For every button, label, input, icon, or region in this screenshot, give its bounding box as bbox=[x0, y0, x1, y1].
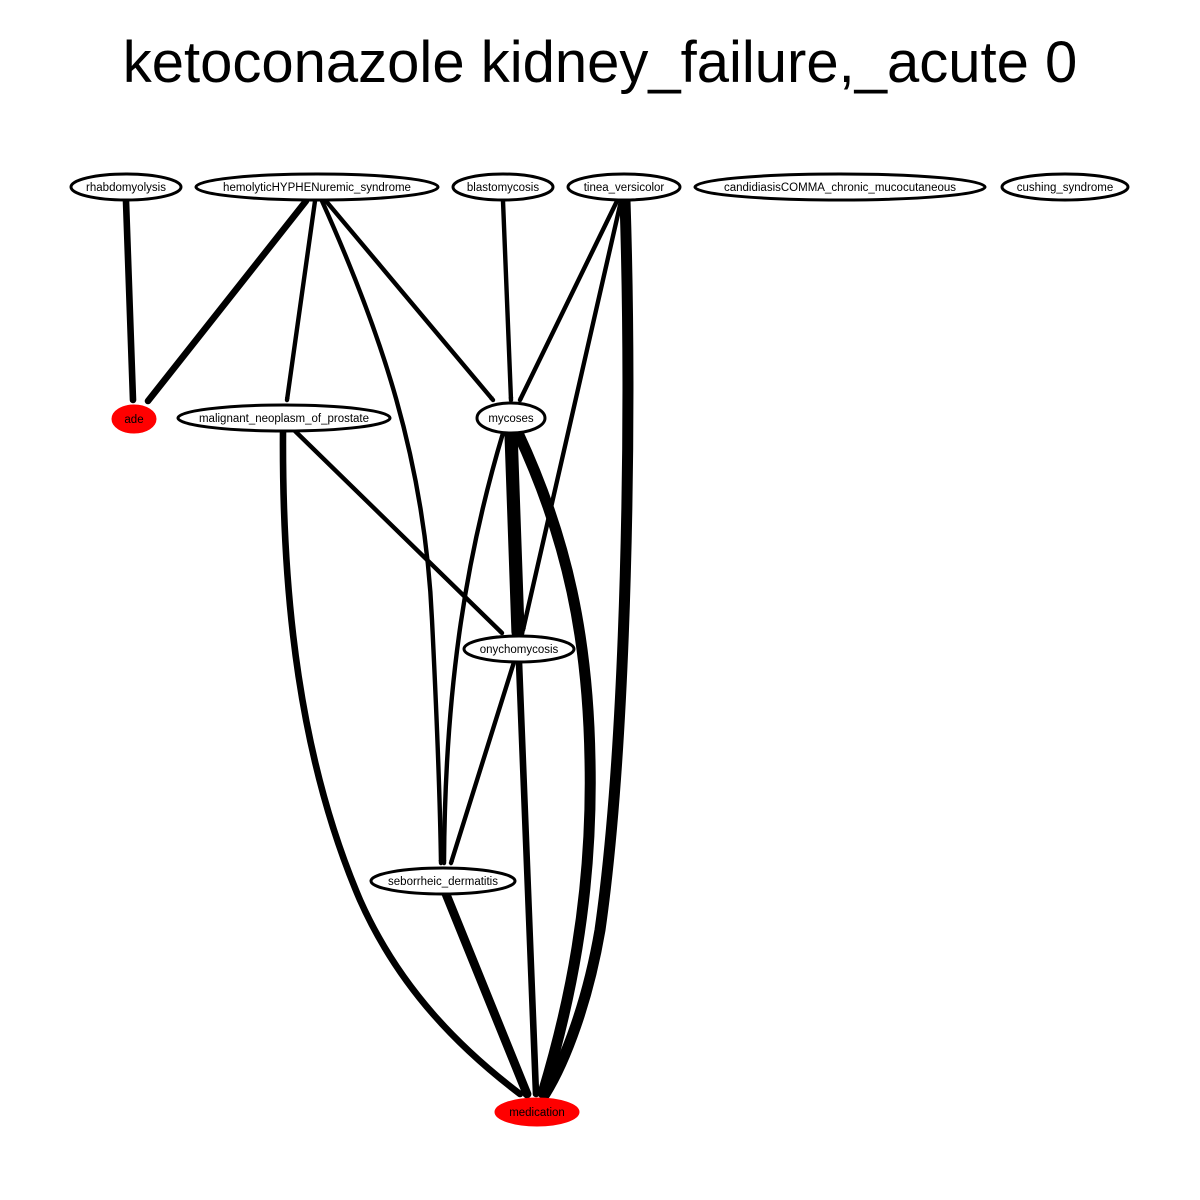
node-rhabdomyolysis: rhabdomyolysis bbox=[69, 172, 183, 202]
edge-mycoses-to-seborrheic bbox=[441, 430, 506, 866]
node-label-cushing: cushing_syndrome bbox=[1017, 182, 1114, 194]
edge-blastomycosis-to-mycoses bbox=[500, 198, 514, 403]
node-label-onychomycosis: onychomycosis bbox=[480, 644, 559, 656]
node-label-rhabdomyolysis: rhabdomyolysis bbox=[86, 182, 166, 194]
node-prostate: malignant_neoplasm_of_prostate bbox=[176, 403, 392, 433]
node-label-tinea: tinea_versicolor bbox=[584, 182, 665, 194]
node-label-mycoses: mycoses bbox=[488, 413, 534, 425]
edge-hus-to-prostate bbox=[284, 198, 318, 403]
node-shape-hus bbox=[194, 172, 440, 202]
node-label-blastomycosis: blastomycosis bbox=[467, 182, 539, 194]
edge-prostate-to-medication bbox=[279, 428, 524, 1098]
node-label-medication: medication bbox=[509, 1107, 565, 1119]
node-shape-seborrheic bbox=[369, 866, 517, 896]
node-shape-mycoses bbox=[475, 401, 547, 435]
node-shape-candidiasis bbox=[693, 172, 987, 202]
node-label-prostate: malignant_neoplasm_of_prostate bbox=[199, 413, 369, 425]
edge-prostate-to-onychomycosis bbox=[292, 428, 505, 636]
node-label-hus: hemolyticHYPHENuremic_syndrome bbox=[223, 182, 411, 194]
node-candidiasis: candidiasisCOMMA_chronic_mucocutaneous bbox=[693, 172, 987, 202]
edge-tinea-to-medication bbox=[539, 194, 634, 1100]
edge-mycoses-to-onychomycosis bbox=[504, 426, 525, 639]
edge-tinea-to-onychomycosis bbox=[520, 198, 624, 633]
edge-tinea-to-mycoses bbox=[517, 198, 620, 403]
node-shape-prostate bbox=[176, 403, 392, 433]
node-label-candidiasis: candidiasisCOMMA_chronic_mucocutaneous bbox=[724, 182, 956, 194]
node-cushing: cushing_syndrome bbox=[1000, 172, 1130, 202]
edge-hus-to-ade bbox=[144, 197, 310, 405]
edge-rhabdomyolysis-to-ade bbox=[122, 197, 137, 404]
node-medication: medication bbox=[494, 1097, 580, 1127]
edge-onychomycosis-to-medication bbox=[515, 658, 540, 1098]
edge-mycoses-to-medication bbox=[512, 427, 596, 1099]
node-blastomycosis: blastomycosis bbox=[451, 172, 555, 202]
node-shape-medication bbox=[494, 1097, 580, 1127]
graph-title: ketoconazole kidney_failure,_acute 0 bbox=[123, 30, 1077, 95]
node-shape-tinea bbox=[566, 172, 682, 202]
edge-hus-to-mycoses bbox=[323, 198, 496, 403]
edges-layer bbox=[122, 194, 634, 1100]
node-shape-cushing bbox=[1000, 172, 1130, 202]
node-hus: hemolyticHYPHENuremic_syndrome bbox=[194, 172, 440, 202]
node-shape-ade bbox=[111, 404, 157, 434]
node-label-seborrheic: seborrheic_dermatitis bbox=[388, 876, 498, 888]
node-tinea: tinea_versicolor bbox=[566, 172, 682, 202]
nodes-layer: rhabdomyolysis hemolyticHYPHENuremic_synd… bbox=[69, 172, 1130, 1127]
edge-hus-to-seborrheic bbox=[319, 198, 444, 866]
node-ade: ade bbox=[111, 404, 157, 434]
edge-onychomycosis-to-seborrheic bbox=[448, 659, 517, 866]
node-shape-rhabdomyolysis bbox=[69, 172, 183, 202]
node-label-ade: ade bbox=[124, 414, 143, 426]
edge-seborrheic-to-medication bbox=[441, 889, 532, 1099]
node-shape-onychomycosis bbox=[462, 634, 576, 664]
node-mycoses: mycoses bbox=[475, 401, 547, 435]
node-shape-blastomycosis bbox=[451, 172, 555, 202]
node-seborrheic: seborrheic_dermatitis bbox=[369, 866, 517, 896]
node-onychomycosis: onychomycosis bbox=[462, 634, 576, 664]
